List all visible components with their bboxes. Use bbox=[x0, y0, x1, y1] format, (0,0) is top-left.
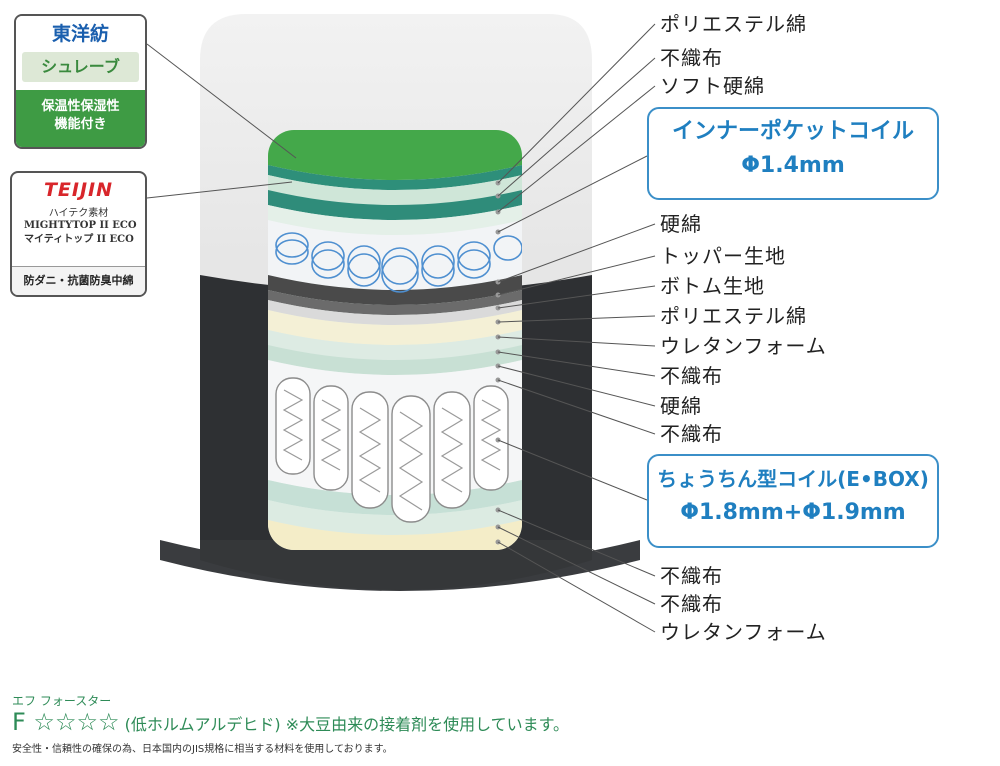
layer-label: ソフト硬綿 bbox=[660, 74, 765, 98]
footer-grade-note: (低ホルムアルデヒド) ※大豆由来の接着剤を使用しています。 bbox=[124, 715, 570, 734]
layer-label: 不織布 bbox=[660, 564, 723, 588]
layer-label: 硬綿 bbox=[660, 212, 702, 236]
teijin-sub: ハイテク素材 bbox=[48, 208, 109, 219]
toyobo-feature: 保温性保湿性 機能付き bbox=[16, 90, 145, 147]
inner-pocket-coils bbox=[275, 232, 522, 293]
teijin-logo: TEIJIN bbox=[43, 179, 114, 201]
layer-label: 不織布 bbox=[660, 46, 723, 70]
layer-label: ウレタンフォーム bbox=[660, 620, 827, 644]
layer-label: ウレタンフォーム bbox=[660, 334, 827, 358]
coil-springs bbox=[282, 389, 502, 511]
teijin-feature: 防ダニ・抗菌防臭中綿 bbox=[12, 266, 145, 295]
layer-label: ポリエステル綿 bbox=[660, 304, 807, 328]
layer-label: ポリエステル綿 bbox=[660, 12, 807, 36]
teijin-product-1: MIGHTYTOP II ECO bbox=[24, 220, 137, 231]
coil2-name: ちょうちん型コイル(E•BOX) bbox=[657, 467, 929, 491]
toyobo-badge: 東洋紡 シュレーブ 保温性保湿性 機能付き bbox=[14, 14, 147, 149]
toyobo-brand: 東洋紡 bbox=[16, 16, 145, 52]
layer-label: トッパー生地 bbox=[660, 244, 786, 268]
coil1-name: インナーポケットコイル bbox=[671, 119, 914, 144]
footer-ruby: エフ フォースター bbox=[12, 694, 112, 708]
leader-lines bbox=[146, 23, 656, 633]
toyobo-product: シュレーブ bbox=[22, 52, 139, 82]
layer-label: ボトム生地 bbox=[660, 274, 765, 298]
layer-label: 不織布 bbox=[660, 364, 723, 388]
coil2-spec: Φ1.8mm+Φ1.9mm bbox=[680, 500, 906, 525]
teijin-product-2: マイティトップ II ECO bbox=[24, 234, 134, 245]
footer-disclaimer: 安全性・信頼性の確保の為、日本国内のJIS規格に相当する材料を使用しております。 bbox=[12, 744, 393, 755]
layer-column bbox=[268, 130, 522, 550]
footer-grade-line: F ☆☆☆☆ (低ホルムアルデヒド) ※大豆由来の接着剤を使用しています。 bbox=[12, 708, 569, 736]
footer-grade: F ☆☆☆☆ bbox=[12, 708, 120, 736]
layer-label: 不織布 bbox=[660, 592, 723, 616]
coil1-spec: Φ1.4mm bbox=[741, 153, 845, 178]
layer-label: 硬綿 bbox=[660, 394, 702, 418]
coil1-callout: インナーポケットコイル Φ1.4mm bbox=[647, 107, 939, 200]
layer-label: 不織布 bbox=[660, 422, 723, 446]
teijin-badge: TEIJIN ハイテク素材 MIGHTYTOP II ECO マイティトップ I… bbox=[10, 171, 147, 297]
coil2-callout: ちょうちん型コイル(E•BOX) Φ1.8mm+Φ1.9mm bbox=[647, 454, 939, 548]
